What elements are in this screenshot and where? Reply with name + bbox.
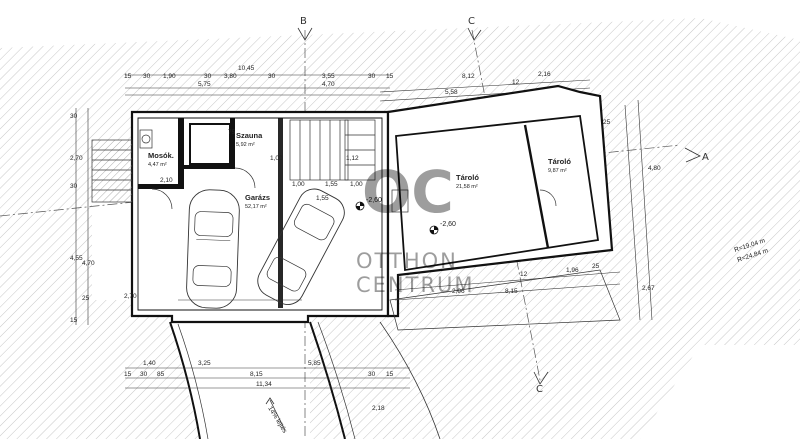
- dim-t-right-half: 4,70: [322, 81, 335, 88]
- dim-t4: 30: [204, 73, 212, 80]
- dim-l3: 30: [70, 183, 78, 190]
- dim-b3: 5,85: [308, 360, 321, 367]
- room-storage-small-area: 9,87 m²: [548, 168, 567, 174]
- dim-bs1: 12: [520, 271, 528, 278]
- level-storage: -2,60: [440, 221, 456, 228]
- room-storage-large-name: Tároló: [456, 173, 479, 182]
- dim-m9: 2,10: [160, 177, 173, 184]
- dim-t5: 3,80: [224, 73, 237, 80]
- dim-m2: 1,55: [325, 181, 338, 188]
- level-marker-storage: [429, 225, 439, 235]
- room-storage-small-name: Tároló: [548, 157, 571, 166]
- axis-a-right: A: [702, 152, 709, 163]
- dim-l6: 25: [82, 295, 90, 302]
- left-dimensions: [75, 108, 89, 325]
- dim-m4: 1,00: [270, 155, 283, 162]
- dim-bs2: 1,96: [566, 267, 579, 274]
- dim-annex-c: 2,16: [538, 71, 551, 78]
- bottom-dimensions: [125, 271, 621, 389]
- dim-b6: 85: [157, 371, 165, 378]
- dim-l4: 4,55: [70, 255, 83, 262]
- dim-total-width: 10,45: [238, 65, 255, 72]
- dim-b7: 8,15: [250, 371, 263, 378]
- dim-t1: 15: [124, 73, 132, 80]
- dim-t6: 30: [268, 73, 276, 80]
- dim-annex-b: 12: [512, 79, 520, 86]
- dim-b5: 30: [140, 371, 148, 378]
- axis-c-bottom: C: [536, 384, 543, 395]
- room-garage-name: Garázs: [245, 193, 270, 202]
- dim-bs3: 25: [592, 263, 600, 270]
- storage-annex: [386, 84, 621, 331]
- car-left: [186, 189, 240, 309]
- room-sauna-name: Szauna: [236, 131, 263, 140]
- driveway-ramp: [169, 321, 441, 439]
- dim-annex-a: 5,58: [445, 89, 458, 96]
- room-storage-large-area: 21,58 m²: [456, 184, 478, 190]
- level-garage: -2,60: [366, 197, 382, 204]
- dim-b8: 30: [368, 371, 376, 378]
- dim-ba2: 8,15: [505, 288, 518, 295]
- dim-l2: 2,70: [70, 155, 83, 162]
- top-dimensions: [125, 74, 591, 102]
- dim-t9: 15: [386, 73, 394, 80]
- axis-b-top: B: [300, 16, 307, 27]
- axis-c-top: C: [468, 16, 475, 27]
- dim-b1: 1,40: [143, 360, 156, 367]
- watermark-logo: OC: [362, 158, 454, 226]
- watermark-line1: OTTHON: [356, 249, 458, 273]
- dim-m6: 1,12: [346, 155, 359, 162]
- dim-r3: 25: [603, 119, 611, 126]
- dim-m1: 1,00: [292, 181, 305, 188]
- dim-bottom-total: 11,34: [256, 381, 272, 388]
- dim-m3: 1,00: [350, 181, 363, 188]
- room-laundry-name: Mosók.: [148, 151, 174, 160]
- dim-l7: 15: [70, 317, 78, 324]
- dim-m7: 1,55: [316, 195, 329, 202]
- room-sauna-area: 5,92 m²: [236, 142, 255, 148]
- right-dimensions: [624, 99, 653, 321]
- dim-t3: 1,90: [163, 73, 176, 80]
- level-marker-garage: [355, 201, 365, 211]
- room-laundry-area: 4,47 m²: [148, 162, 167, 168]
- dim-r1: 4,80: [648, 165, 661, 172]
- dim-t2: 30: [143, 73, 151, 80]
- dim-r4: 2,67: [642, 285, 655, 292]
- dim-m5: 2,70: [124, 293, 137, 300]
- dim-b9: 15: [386, 371, 394, 378]
- dim-l5: 4,70: [82, 260, 95, 267]
- dim-t-left-half: 5,75: [198, 81, 211, 88]
- dim-m8: 75: [228, 129, 236, 136]
- room-garage-area: 52,17 m²: [245, 204, 267, 210]
- dim-annex-total: 8,12: [462, 73, 475, 80]
- watermark-line2: CENTRUM: [356, 273, 475, 297]
- dim-b4: 15: [124, 371, 132, 378]
- dim-b2: 3,25: [198, 360, 211, 367]
- main-building: [91, 110, 390, 324]
- dim-l1: 30: [70, 113, 78, 120]
- dim-ba1: 2,96: [452, 288, 465, 295]
- dim-t7: 3,55: [322, 73, 335, 80]
- dim-t8: 30: [368, 73, 376, 80]
- car-right: [257, 188, 345, 305]
- dim-m10: 2,18: [372, 405, 385, 412]
